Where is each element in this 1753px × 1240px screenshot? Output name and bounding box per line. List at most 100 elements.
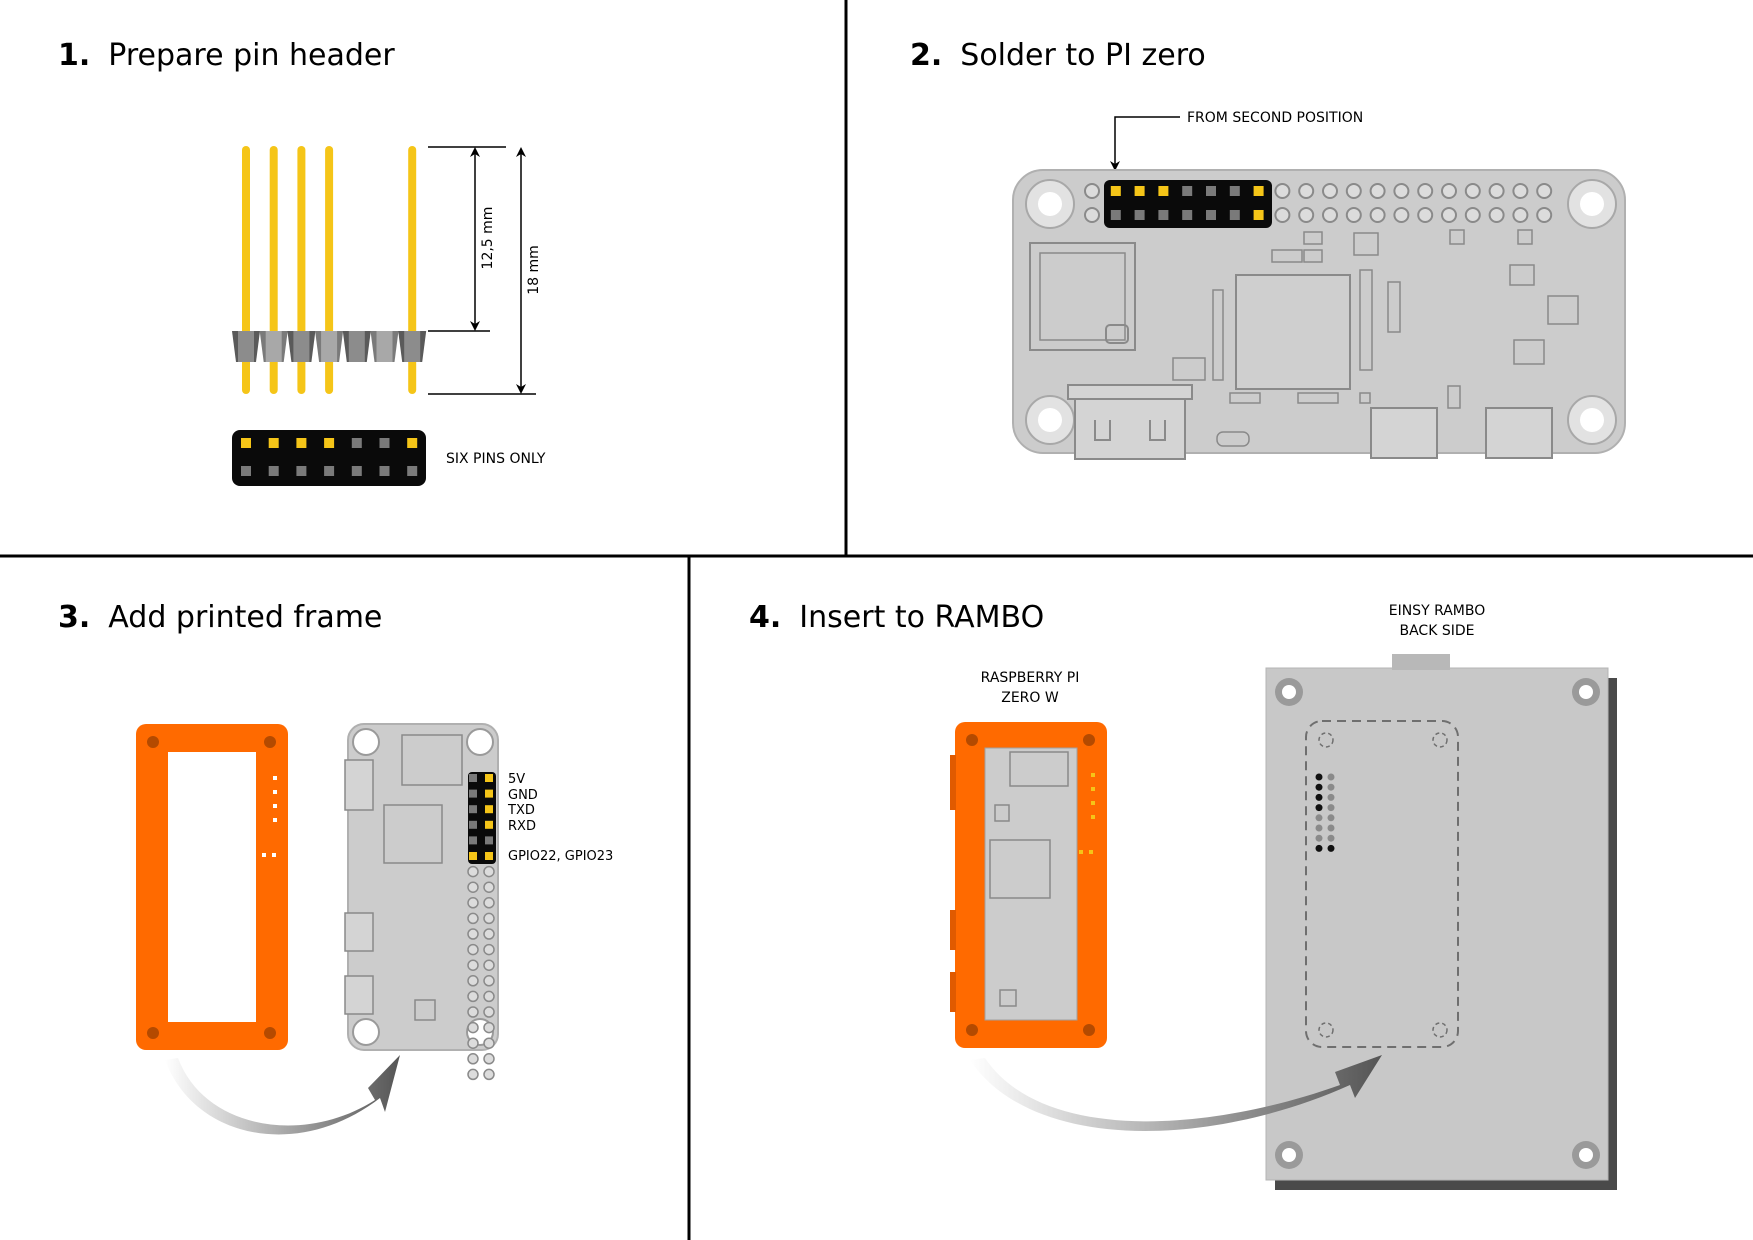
- smd-part: [1353, 232, 1379, 256]
- vertical-pad: [483, 1021, 495, 1034]
- vertical-pad: [483, 1006, 495, 1018]
- rambo-pin: [1327, 824, 1335, 832]
- vertical-pad: [483, 943, 495, 956]
- vertical-pin: [485, 852, 493, 860]
- mounting-hole-center: [1038, 408, 1062, 432]
- frame-holes-4: [966, 734, 1095, 1036]
- mounting-holes: [1025, 179, 1617, 445]
- smd-part: [1547, 295, 1579, 325]
- gpio-pad: [1298, 183, 1315, 199]
- rambo-pin: [1315, 783, 1323, 791]
- pin-top: [324, 466, 335, 476]
- header-spacer: [232, 331, 427, 362]
- rambo-pin: [1327, 844, 1335, 852]
- vertical-pad: [467, 975, 479, 987]
- vertical-pad: [483, 990, 495, 1003]
- pin-label-gnd: GND: [508, 788, 538, 803]
- step-2-text: Solder to PI zero: [960, 38, 1206, 73]
- vertical-pad: [467, 959, 479, 971]
- pin-top: [351, 438, 362, 448]
- mini-hdmi-port: [1067, 384, 1193, 460]
- gpio-pin: [1110, 210, 1121, 220]
- vertical-pad: [467, 912, 479, 925]
- gpio-pad: [1417, 207, 1434, 223]
- header-top-view: [232, 430, 426, 486]
- panel-1-pin-header: 12,5 mm 18 mm SIX PINS ONLY: [232, 146, 546, 486]
- gpio-pad: [1322, 207, 1338, 223]
- gpio-pad: [1488, 207, 1505, 223]
- rambo-pin: [1315, 773, 1323, 781]
- uart-pin-labels: 5V GND TXD RXD GPIO22, GPIO23: [507, 772, 613, 864]
- pin-top: [379, 466, 390, 476]
- frame-holes: [147, 736, 276, 1039]
- vertical-pin: [469, 852, 477, 860]
- soc-chip: [1235, 274, 1351, 390]
- pin-label-5v: 5V: [508, 772, 525, 787]
- smd-components: [1172, 229, 1579, 409]
- frame-window: [168, 752, 256, 1022]
- frame-pin-marks-4: [1079, 773, 1095, 854]
- six-pins-note: SIX PINS ONLY: [446, 451, 546, 467]
- pin-top: [241, 466, 251, 476]
- step-2-title: 2.Solder to PI zero: [910, 38, 1206, 74]
- pin-top: [268, 438, 279, 448]
- rambo-pin: [1327, 814, 1335, 822]
- gpio-pad: [1274, 183, 1291, 199]
- pin-top: [241, 438, 251, 448]
- pi-label-line-2: ZERO W: [1001, 690, 1059, 706]
- gpio-pad: [1298, 207, 1315, 223]
- step-4-text: Insert to RAMBO: [799, 600, 1045, 635]
- panel-2-pi-zero: FROM SECOND POSITION: [1012, 110, 1626, 460]
- gpio-pin: [1182, 210, 1193, 220]
- vertical-pin: [469, 805, 477, 814]
- smd-part: [1172, 357, 1206, 381]
- rambo-pin: [1315, 834, 1323, 842]
- smd-part: [1359, 269, 1373, 371]
- smd-part: [1387, 281, 1401, 333]
- vertical-pad: [467, 943, 479, 956]
- rambo-pin: [1327, 783, 1335, 791]
- vertical-pad: [483, 1053, 495, 1065]
- header-body: [232, 430, 426, 486]
- gpio-pad: [1441, 183, 1457, 199]
- step-4-number: 4.: [749, 600, 782, 635]
- spacer-face: [348, 331, 365, 362]
- step-1-title: 1.Prepare pin header: [58, 38, 395, 74]
- einsy-rambo-board: [1265, 667, 1609, 1181]
- frame-pin-marks: [262, 776, 277, 857]
- gpio-pad: [1393, 183, 1410, 199]
- gpio-pad: [1345, 207, 1362, 223]
- pi-in-frame-details: [989, 751, 1069, 1007]
- sd-card-slot: [1029, 242, 1136, 351]
- vertical-pad: [483, 928, 495, 940]
- mounting-hole-center: [1038, 192, 1062, 216]
- vertical-pin: [485, 805, 493, 814]
- step-4-title: 4. Insert to RAMBO: [749, 600, 1044, 636]
- pi-in-frame: [984, 747, 1078, 1021]
- dimension-lines: 12,5 mm 18 mm: [428, 146, 542, 395]
- crystal: [1216, 431, 1250, 447]
- gpio-pad: [1084, 207, 1100, 223]
- pi-vertical-details: [344, 734, 463, 1021]
- smd-part: [1359, 392, 1371, 404]
- vertical-pad: [483, 912, 495, 925]
- pi-placement-outline: [1305, 720, 1459, 1048]
- dimension-short-label: 12,5 mm: [480, 207, 496, 270]
- rambo-holes: [1275, 678, 1600, 1169]
- smd-part: [1449, 229, 1465, 245]
- vertical-pin: [469, 774, 477, 782]
- gpio-pad: [1322, 183, 1338, 199]
- vertical-pad: [467, 1053, 479, 1065]
- vertical-header: [468, 772, 496, 864]
- gpio-pad: [1464, 183, 1481, 199]
- rambo-label-line-2: BACK SIDE: [1400, 623, 1475, 639]
- rambo-pin: [1327, 793, 1335, 801]
- rambo-pin: [1327, 773, 1335, 781]
- pin-label-rxd: RXD: [508, 819, 536, 834]
- rambo-label-line-1: EINSY RAMBO: [1389, 603, 1486, 619]
- rambo-pin: [1327, 804, 1335, 812]
- vertical-pad: [467, 1068, 479, 1081]
- arrow-down-icon: [1110, 116, 1180, 171]
